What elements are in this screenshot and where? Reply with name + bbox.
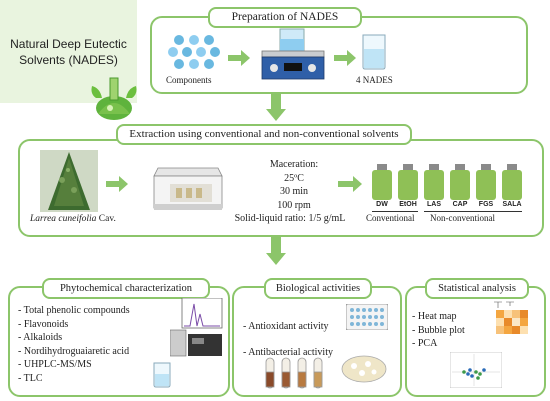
bottle-label: SALA [502, 201, 522, 208]
conventional-bracket [372, 211, 418, 212]
list-item: Total phenolic compounds [18, 304, 130, 318]
larrea-plant-image [40, 150, 98, 212]
nades-label: Natural Deep Eutectic Solvents (NADES) [0, 36, 137, 68]
list-item: PCA [412, 337, 465, 351]
time-value: 30 min [279, 186, 309, 197]
non-conventional-bracket [424, 211, 522, 212]
preparation-title: Preparation of NADES [208, 7, 362, 28]
list-item: Alkaloids [18, 331, 130, 345]
phytochemical-title: Phytochemical characterization [42, 278, 210, 299]
bottle-fgs-icon [476, 164, 496, 200]
bottle-cap-icon [450, 164, 470, 200]
plant-scientific-name: Larrea cuneifolia [30, 214, 97, 224]
temperature-value: 25ºC [284, 172, 304, 184]
test-tubes-icon [265, 357, 323, 389]
hplc-instrument-icon [170, 298, 223, 357]
list-item: Antioxidant activity [243, 314, 333, 340]
bottle-label: CAP [452, 201, 468, 208]
bottle-row: DW EtOH LAS CAP FGS SALA [371, 164, 522, 214]
petri-dish-icon [341, 355, 387, 383]
bottle-las-icon [424, 164, 444, 200]
arrow-down-icon [266, 93, 286, 121]
bottle-sala-icon [502, 164, 522, 200]
arrow-down-icon [266, 237, 286, 265]
bottle-etoh-icon [398, 164, 418, 200]
components-label: Components [166, 75, 212, 85]
list-item: Antibacterial activity [243, 340, 333, 366]
arrow-right-icon [338, 176, 362, 192]
plant-author: Cav. [96, 214, 116, 224]
list-item: TLC [18, 372, 130, 386]
heat-map-icon [494, 301, 528, 334]
arrow-right-icon [106, 176, 128, 192]
shaker-incubator-icon [153, 167, 223, 210]
green-flask-icon [91, 77, 137, 120]
bottle-label: LAS [427, 201, 441, 208]
hotplate-stirrer-icon [261, 28, 325, 80]
list-item: Bubble plot [412, 324, 465, 338]
microplate-icon [346, 304, 388, 330]
arrow-right-icon [334, 50, 356, 66]
nades-label-line2: Solvents (NADES) [19, 53, 118, 67]
bottle-dw-icon [372, 164, 392, 200]
conventional-label: Conventional [366, 213, 415, 223]
beaker-icon [362, 34, 386, 70]
bottle-label: EtOH [399, 201, 417, 208]
nades-label-line1: Natural Deep Eutectic [10, 37, 127, 51]
bottle-label: DW [376, 201, 388, 208]
four-nades-label: 4 NADES [356, 75, 393, 85]
non-conventional-label: Non-conventional [430, 213, 495, 223]
rpm-value: 100 rpm [277, 199, 311, 211]
ratio-value: Solid-liquid ratio: 1/5 g/mL [234, 213, 346, 224]
list-item: UHPLC-MS/MS [18, 358, 130, 372]
beaker-icon [153, 362, 171, 388]
list-item: Nordihydroguaiaretic acid [18, 345, 130, 359]
pca-plot-icon [450, 352, 502, 388]
list-item: Flavonoids [18, 318, 130, 332]
components-spheres-icon [168, 35, 220, 69]
biological-title: Biological activities [264, 278, 372, 299]
list-item: Heat map [412, 310, 465, 324]
maceration-conditions: Maceration: 25ºC 30 min 100 rpm Solid-li… [230, 158, 358, 226]
arrow-right-icon [228, 50, 250, 66]
plant-name: Larrea cuneifolia Cav. [30, 214, 116, 224]
statistical-list: Heat map Bubble plot PCA [412, 310, 465, 351]
biological-list: Antioxidant activity Antibacterial activ… [243, 314, 333, 366]
statistical-title: Statistical analysis [425, 278, 529, 299]
extraction-title: Extraction using conventional and non-co… [116, 124, 412, 145]
phytochemical-list: Total phenolic compounds Flavonoids Alka… [18, 304, 130, 386]
bottle-label: FGS [478, 201, 494, 208]
maceration-label: Maceration: [269, 159, 319, 170]
